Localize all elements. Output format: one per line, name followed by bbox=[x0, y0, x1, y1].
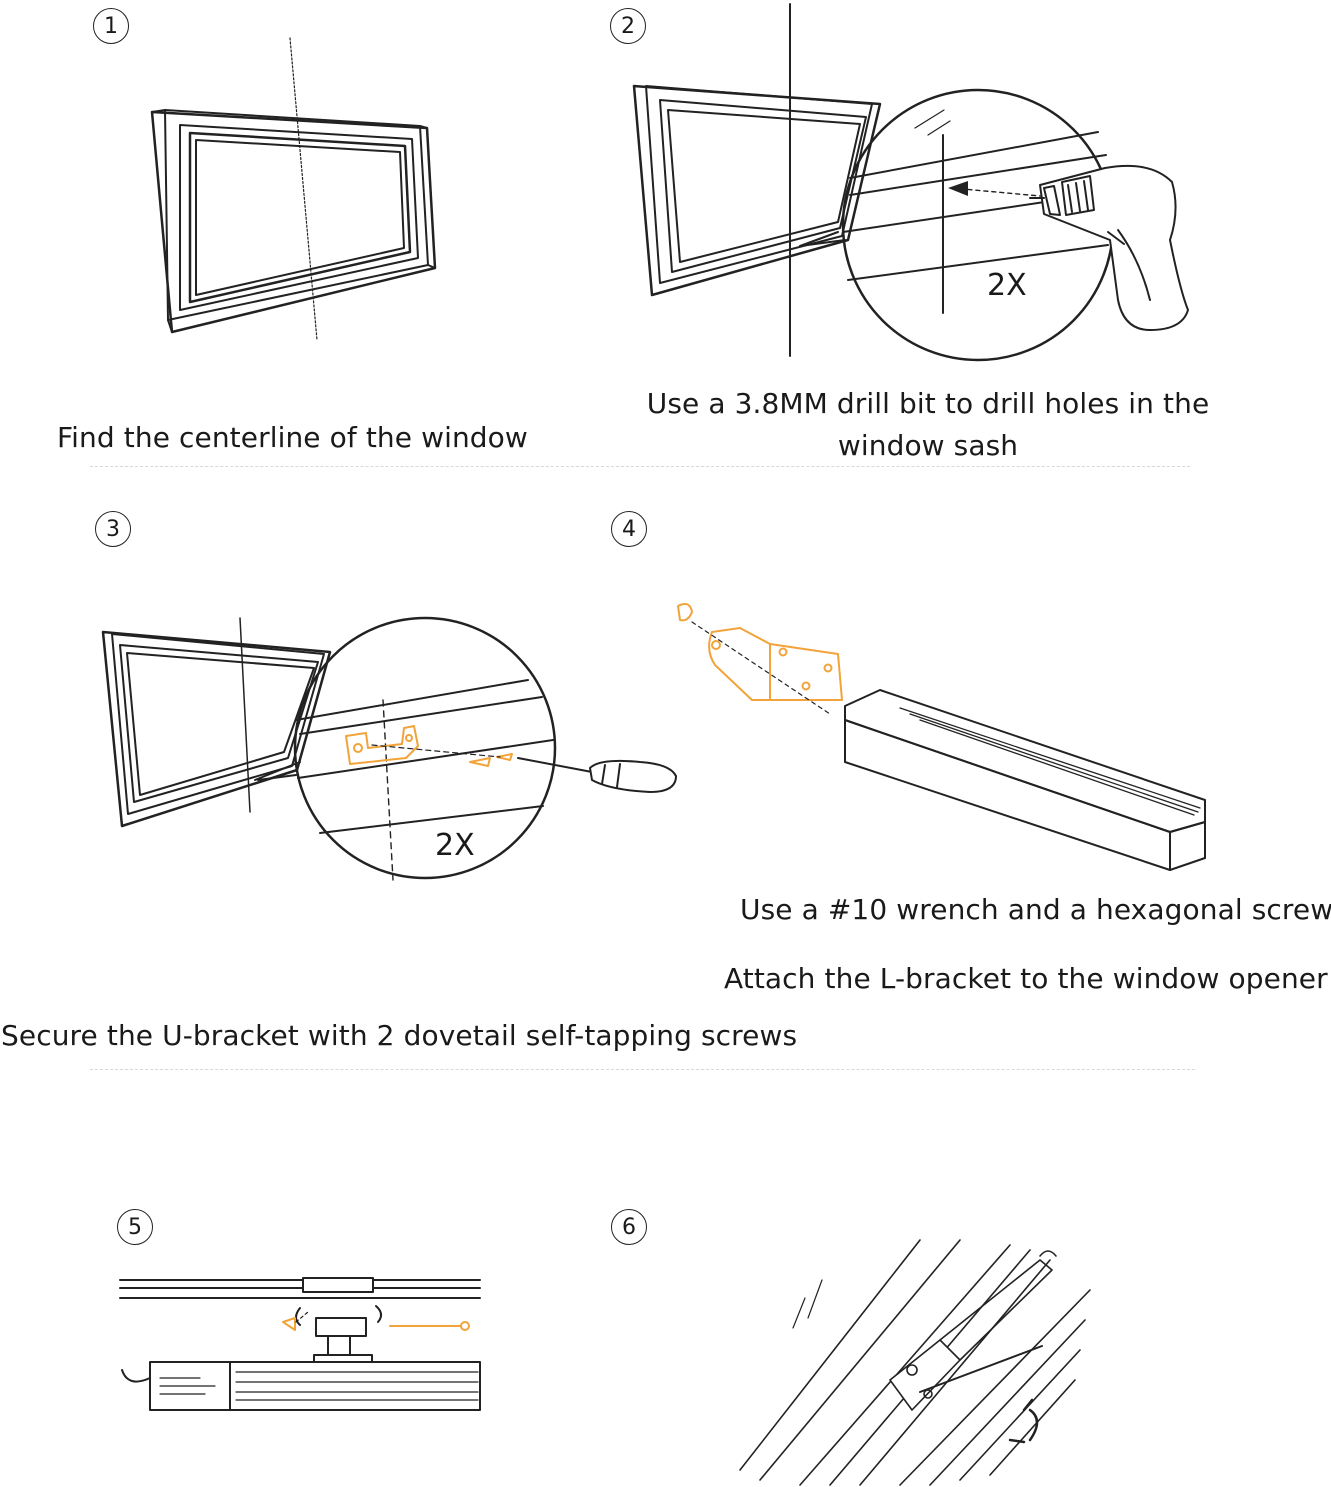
screws-accent bbox=[282, 1317, 470, 1331]
step1-caption: Find the centerline of the window bbox=[57, 421, 528, 454]
step2-caption-line2: window sash bbox=[837, 429, 1019, 462]
step-number-1: 1 bbox=[93, 8, 129, 44]
section-divider-top bbox=[90, 466, 1190, 467]
step-number-6: 6 bbox=[611, 1209, 647, 1245]
drill-tool bbox=[1029, 164, 1189, 331]
step3-quantity-callout: 2X bbox=[435, 828, 475, 863]
step3-window-illustration bbox=[101, 616, 677, 881]
u-bracket-accent bbox=[345, 725, 513, 767]
step-number-5: 5 bbox=[117, 1209, 153, 1245]
step-number-4: 4 bbox=[611, 511, 647, 547]
step2-quantity-callout: 2X bbox=[987, 268, 1027, 303]
step-number-2: 2 bbox=[610, 8, 646, 44]
section-divider-middle bbox=[90, 1069, 1195, 1070]
centerline-dashed bbox=[289, 37, 318, 341]
step2-caption-line1: Use a 3.8MM drill bit to drill holes in … bbox=[646, 387, 1210, 420]
step6-installed-illustration bbox=[739, 1239, 1091, 1486]
screwdriver-tool bbox=[517, 757, 677, 793]
step3-caption: Secure the U-bracket with 2 dovetail sel… bbox=[1, 1019, 798, 1052]
step4-caption-line2: Attach the L-bracket to the window opene… bbox=[724, 962, 1328, 995]
l-bracket-accent bbox=[677, 603, 843, 701]
step4-caption-line1: Use a #10 wrench and a hexagonal screw bbox=[740, 893, 1331, 926]
step2-window-illustration bbox=[632, 3, 1189, 362]
step1-window-illustration bbox=[150, 37, 437, 341]
step4-bracket-illustration bbox=[677, 603, 1206, 871]
step5-rail-illustration bbox=[119, 1277, 481, 1411]
step-number-3: 3 bbox=[95, 511, 131, 547]
